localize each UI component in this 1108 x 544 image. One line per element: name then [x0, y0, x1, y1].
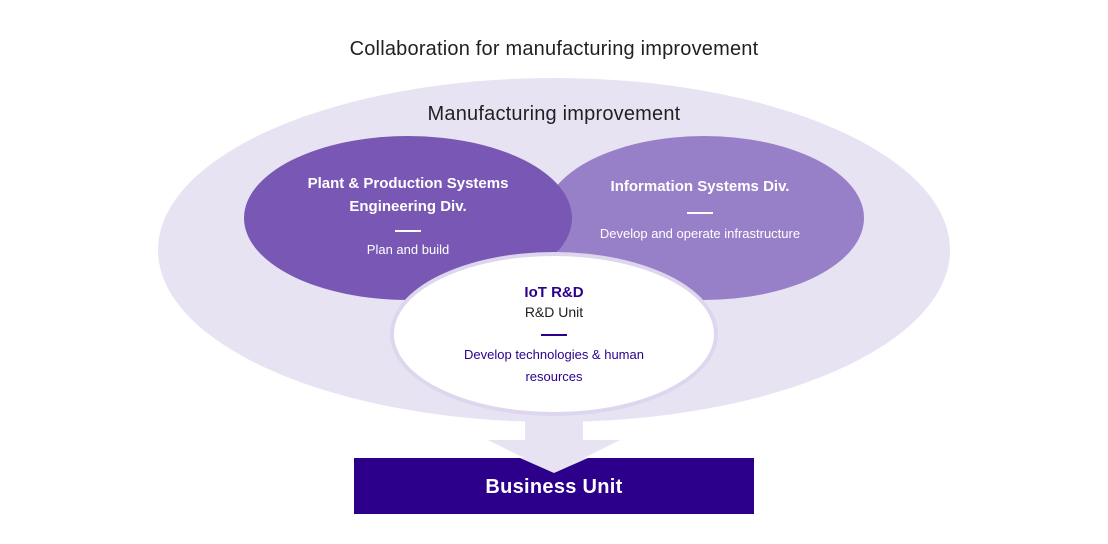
- info-div-desc: Develop and operate infrastructure: [599, 226, 801, 241]
- iot-subtitle: R&D Unit: [524, 304, 584, 320]
- plant-div-title: Plant & Production Systems Engineering D…: [307, 175, 509, 215]
- down-arrow: [488, 420, 620, 473]
- plant-div-desc: Plan and build: [366, 242, 450, 257]
- iot-title: IoT R&D: [524, 284, 584, 301]
- info-div-title: Information Systems Div.: [610, 178, 790, 195]
- outer-label: Manufacturing improvement: [427, 103, 681, 125]
- diagram-title: Collaboration for manufacturing improvem…: [349, 38, 759, 60]
- iot-desc: Develop technologies & human resources: [464, 347, 644, 384]
- iot-divider: [541, 334, 567, 336]
- info-divider: [687, 212, 713, 214]
- business-unit-label: Business Unit: [485, 476, 623, 498]
- info-div-ellipse: [544, 136, 864, 300]
- plant-divider: [395, 230, 421, 232]
